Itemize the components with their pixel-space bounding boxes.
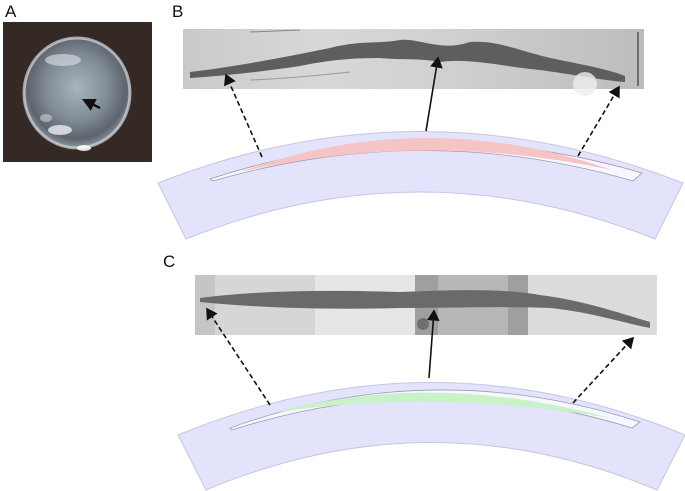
panel-label-a: A xyxy=(5,2,17,21)
solid-arrow-c-center xyxy=(426,309,440,379)
dashed-arrow-b-left xyxy=(223,73,263,158)
panel-label-b: B xyxy=(172,2,184,21)
panel-c-cornea xyxy=(177,382,685,491)
lens-center-arrow xyxy=(82,99,101,111)
incision-region-b xyxy=(240,137,612,172)
panel-b-cornea xyxy=(157,131,684,240)
panel-a-photo xyxy=(3,22,152,162)
panel-label-c: C xyxy=(163,252,176,271)
incision-region-c xyxy=(272,392,610,418)
dashed-arrow-b-right xyxy=(577,85,620,157)
panel-b-micrograph xyxy=(183,29,644,96)
solid-arrow-b-center xyxy=(425,56,443,132)
panel-c-micrograph xyxy=(195,275,657,335)
dashed-arrow-c-left xyxy=(206,307,271,406)
dashed-arrow-c-right xyxy=(572,336,635,404)
